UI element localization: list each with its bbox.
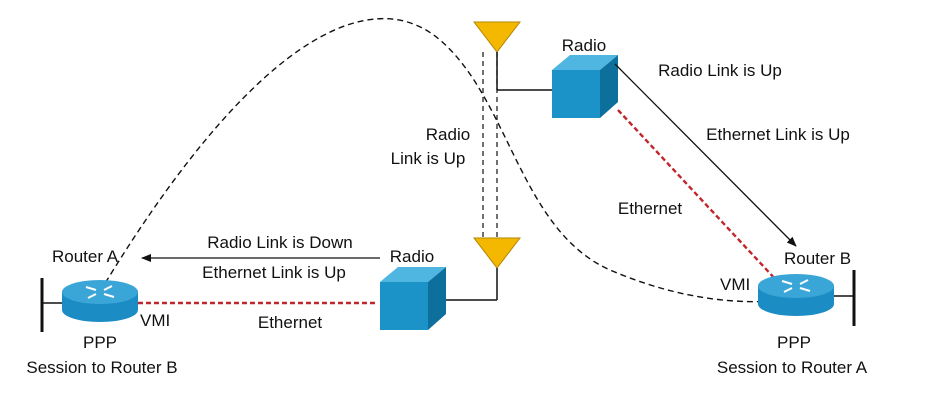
radio-link-label-2: Link is Up [391, 149, 466, 168]
antenna-icon [472, 21, 555, 91]
ppp-label-right: PPP [777, 333, 811, 352]
ethernet-label-left: Ethernet [258, 313, 323, 332]
radio-label-right: Radio [562, 36, 606, 55]
status-radio-down: Radio Link is Down [207, 233, 353, 252]
vmi-label-right: VMI [720, 275, 750, 294]
router-icon [758, 270, 856, 326]
session-label-left: Session to Router B [26, 358, 177, 377]
radio-link-label-1: Radio [426, 125, 470, 144]
ppp-label-left: PPP [83, 333, 117, 352]
ethernet-label-right: Ethernet [618, 199, 683, 218]
status-ethernet-left: Ethernet Link is Up [202, 263, 346, 282]
radio-cube-icon [552, 55, 618, 118]
antenna-icon [440, 237, 522, 301]
status-ethernet-right: Ethernet Link is Up [706, 125, 850, 144]
vmi-label-left: VMI [140, 311, 170, 330]
router-a-label: Router A [52, 247, 119, 266]
ethernet-line-right [617, 109, 779, 283]
status-radio-up: Radio Link is Up [658, 61, 782, 80]
router-b-label: Router B [784, 249, 851, 268]
session-label-right: Session to Router A [717, 358, 868, 377]
radio-cube-icon [380, 267, 446, 330]
ppp-session-curve [94, 18, 791, 303]
arrow-to-router-b [614, 63, 797, 247]
router-icon [40, 278, 138, 332]
radio-label-left: Radio [390, 247, 434, 266]
